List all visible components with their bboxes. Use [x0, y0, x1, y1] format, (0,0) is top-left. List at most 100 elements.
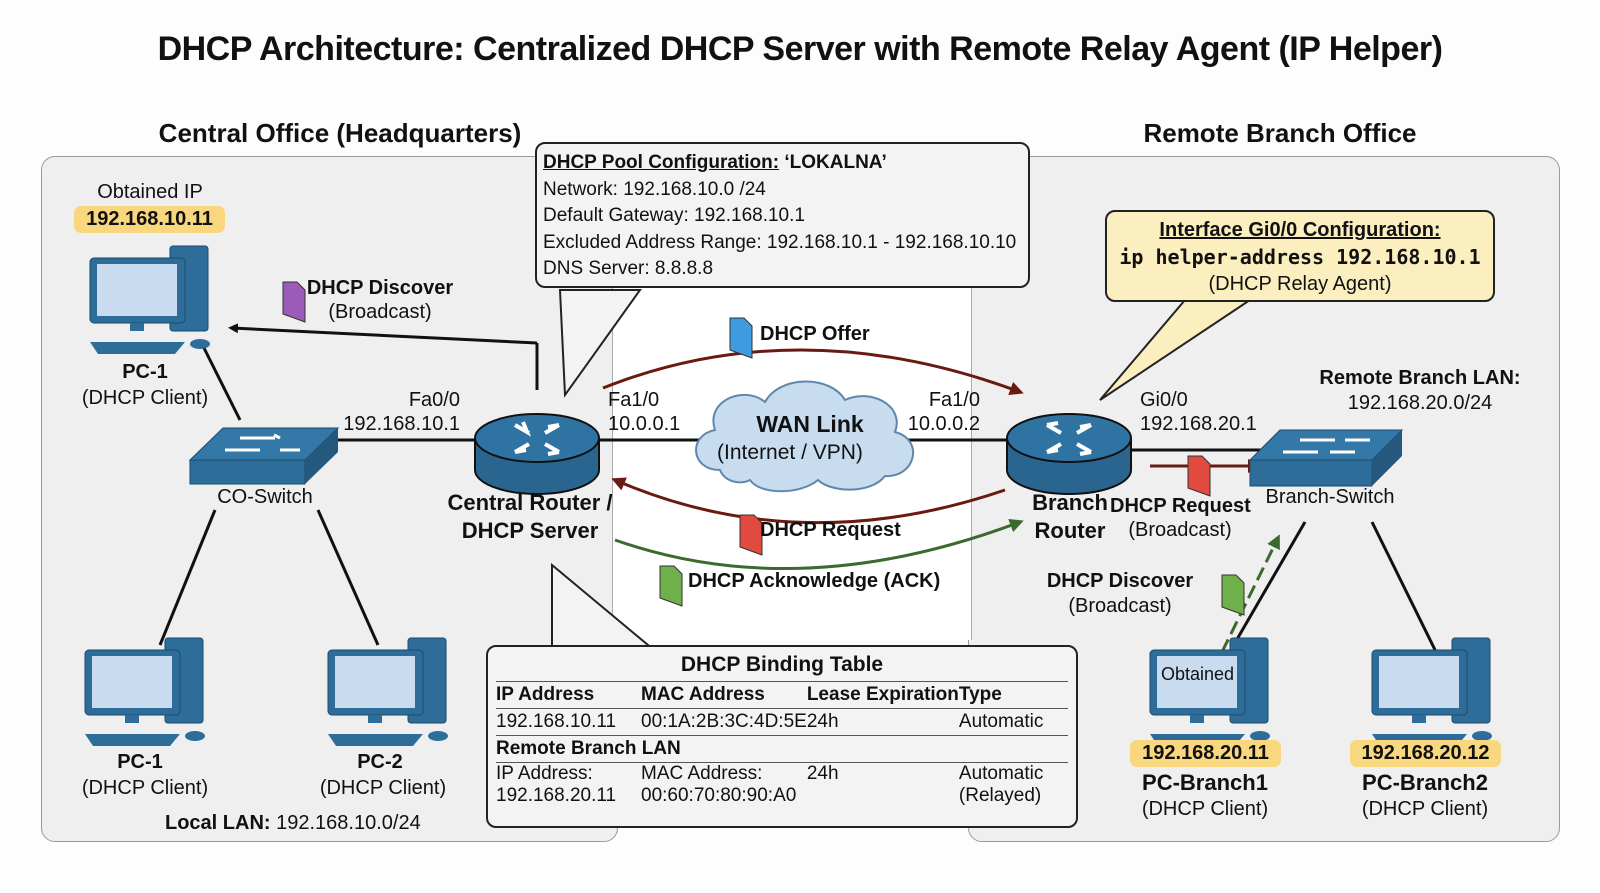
binding-table: IP Address MAC Address Lease Expiration … — [496, 682, 1068, 807]
central-router-icon — [474, 413, 600, 495]
pool-config-heading-row: DHCP Pool Configuration: ‘LOKALNA’ — [543, 150, 1028, 177]
ack-packet-icon — [659, 565, 683, 607]
gi00-ip: 192.168.20.1 — [1140, 413, 1257, 435]
branch-request-label: DHCP Request — [1110, 495, 1251, 517]
branch-lan-label: Remote Branch LAN: — [1319, 367, 1521, 389]
cell-type: Automatic — [958, 763, 1044, 784]
request-label: DHCP Request — [760, 519, 901, 541]
pool-excluded: Excluded Address Range: 192.168.10.1 - 1… — [543, 231, 1017, 253]
fa10-branch-ip: 10.0.0.2 — [907, 413, 980, 435]
branch-discover-label: DHCP Discover — [1046, 570, 1194, 592]
binding-table-header: IP Address MAC Address Lease Expiration … — [496, 682, 1068, 709]
col-lease: Lease Expiration — [806, 684, 959, 705]
pool-config-heading: DHCP Pool Configuration: — [543, 152, 780, 173]
col-mac: MAC Address — [641, 684, 765, 705]
relay-sub: (DHCP Relay Agent) — [1208, 273, 1392, 295]
link-switch-branch1 — [1223, 521, 1307, 661]
fa00-iface: Fa0/0 — [408, 389, 460, 411]
cell-ip: IP Address: — [496, 763, 593, 784]
offer-arrow — [602, 348, 1024, 396]
pc-branch1-ip: 192.168.20.11 — [1130, 740, 1281, 767]
local-lan-value: 192.168.10.0/24 — [276, 812, 421, 834]
pc-bottom-left-icon — [84, 637, 205, 746]
cell-mac: 00:1A:2B:3C:4D:5E — [641, 711, 807, 732]
central-router-name-2: DHCP Server — [461, 518, 599, 543]
fa00-ip: 192.168.10.1 — [343, 413, 460, 435]
remote-branch-heading: Remote Branch Office — [1143, 118, 1417, 148]
fa10-central-iface: Fa1/0 — [608, 389, 660, 411]
discover-packet-icon — [282, 281, 306, 323]
fa10-central-ip: 10.0.0.1 — [608, 413, 681, 435]
cell-ip: 192.168.20.11 — [496, 785, 617, 806]
pc1-name: PC-1 — [117, 751, 163, 773]
pool-dns: DNS Server: 8.8.8.8 — [543, 258, 714, 279]
branch-discover-arrow — [1220, 534, 1280, 653]
pc-branch2-icon — [1371, 637, 1492, 746]
cell-mac: MAC Address: — [641, 763, 763, 784]
discover-arrow — [228, 323, 538, 345]
table-row: 192.168.20.11 00:60:70:80:90:A0 (Relayed… — [496, 785, 1068, 807]
branch-request-sub: (Broadcast) — [1128, 519, 1232, 541]
branch-lan-value: 192.168.20.0/24 — [1347, 392, 1493, 414]
wan-link-title: WAN Link — [756, 411, 864, 437]
cell-ip: 192.168.10.11 — [496, 711, 617, 732]
pool-config-callout: DHCP Pool Configuration: ‘LOKALNA’ Netwo… — [535, 142, 1030, 288]
branch-discover-packet-icon — [1221, 574, 1245, 616]
discover-sub: (Broadcast) — [328, 301, 432, 323]
cell-type: Automatic — [958, 711, 1044, 732]
pc-branch2-name: PC-Branch2 — [1362, 770, 1488, 795]
pc-branch2-role: (DHCP Client) — [1361, 798, 1489, 820]
section-label: Remote Branch LAN — [496, 738, 681, 759]
central-office-heading: Central Office (Headquarters) — [158, 118, 522, 148]
obtained-ip-label: Obtained IP — [97, 181, 203, 203]
ack-label: DHCP Acknowledge (ACK) — [688, 570, 941, 592]
pc-branch1-name: PC-Branch1 — [1142, 770, 1268, 795]
relay-command: ip helper-address 192.168.10.1 — [1119, 245, 1481, 269]
cell-lease: 24h — [806, 763, 839, 784]
cell-mac: 00:60:70:80:90:A0 — [641, 785, 797, 806]
pc-branch2-ip: 192.168.20.12 — [1350, 740, 1501, 767]
ack-arrow — [614, 518, 1024, 571]
table-row: 192.168.10.11 00:1A:2B:3C:4D:5E 24h Auto… — [496, 709, 1068, 736]
pc-top-icon — [89, 245, 210, 354]
relay-callout-tail — [1099, 299, 1254, 401]
local-lan: Local LAN: 192.168.10.0/24 — [165, 811, 455, 836]
pc-top-role: (DHCP Client) — [81, 387, 209, 409]
branch-router-icon — [1006, 413, 1132, 495]
discover-label: DHCP Discover — [306, 277, 454, 299]
col-ip: IP Address — [496, 684, 595, 705]
pc-bottom-right-icon — [327, 637, 448, 746]
binding-callout-tail — [551, 562, 663, 656]
table-row: IP Address: MAC Address: 24h Automatic — [496, 763, 1068, 786]
pc-branch1-role: (DHCP Client) — [1141, 798, 1269, 820]
pc-branch1-screen-text: Obtained — [1160, 664, 1235, 684]
co-switch-icon — [188, 427, 340, 485]
request-packet-icon — [739, 514, 763, 556]
cell-lease: 24h — [806, 711, 839, 732]
wan-link-sub: (Internet / VPN) — [717, 441, 863, 464]
offer-packet-icon — [729, 317, 753, 359]
link-pc1top-switch — [198, 339, 242, 421]
fa10-branch-iface: Fa1/0 — [928, 389, 980, 411]
pc-top-name: PC-1 — [122, 361, 168, 383]
local-lan-label: Local LAN: — [165, 812, 271, 834]
branch-router-name-2: Router — [1034, 518, 1106, 543]
co-switch-label: CO-Switch — [217, 486, 313, 508]
cell-lease — [807, 785, 959, 807]
binding-table-title: DHCP Binding Table — [496, 651, 1068, 682]
pc2-role: (DHCP Client) — [319, 777, 447, 799]
branch-request-packet-icon — [1187, 455, 1211, 497]
pool-callout-tail — [558, 289, 642, 398]
request-arrow — [611, 477, 1006, 525]
table-section-row: Remote Branch LAN — [496, 736, 1068, 763]
pc-branch1-icon — [1149, 637, 1270, 746]
offer-label: DHCP Offer — [760, 323, 870, 345]
obtained-ip-badge: 192.168.10.11 — [74, 206, 225, 233]
gi00-iface: Gi0/0 — [1140, 389, 1188, 411]
relay-config-callout: Interface Gi0/0 Configuration: ip helper… — [1105, 210, 1495, 302]
link-switch-pc2 — [316, 509, 380, 646]
link-switch-branch2 — [1370, 521, 1442, 661]
branch-discover-sub: (Broadcast) — [1068, 595, 1172, 617]
binding-table-callout: DHCP Binding Table IP Address MAC Addres… — [486, 645, 1078, 828]
